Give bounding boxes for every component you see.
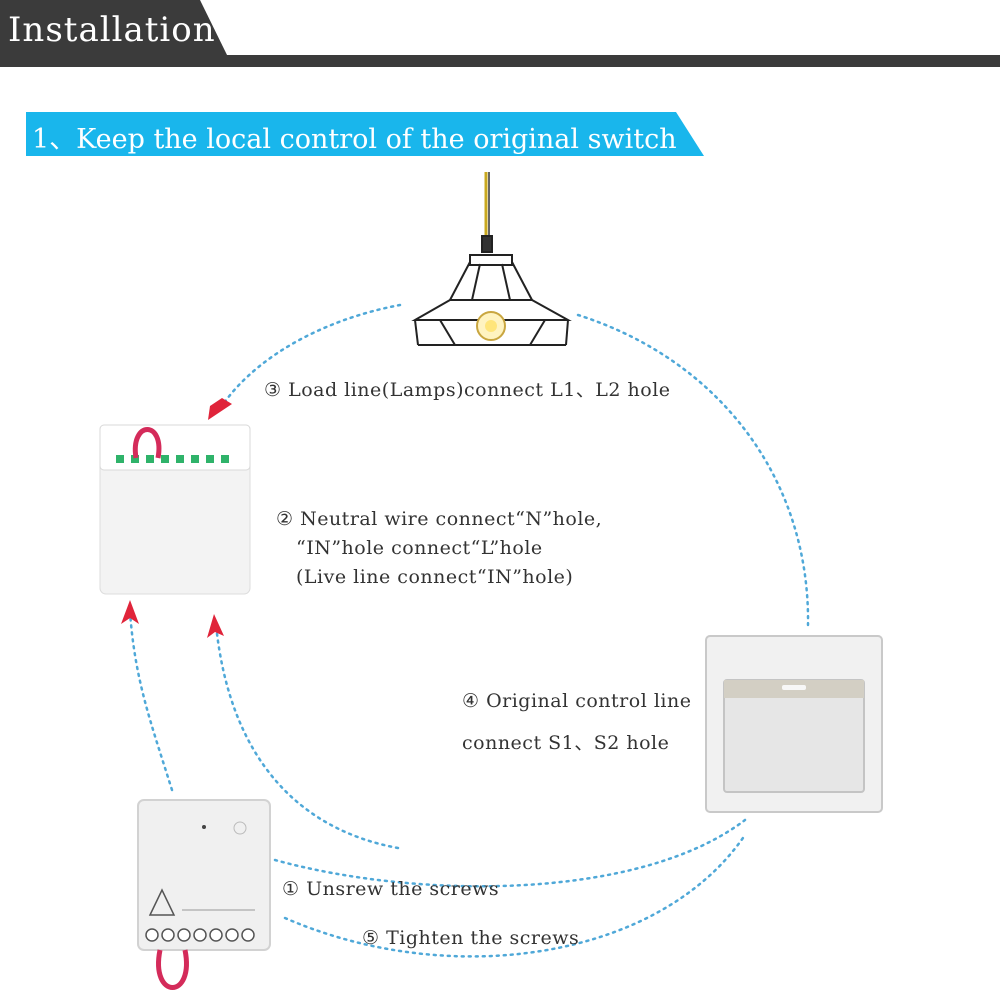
header-tab xyxy=(0,0,228,57)
module-front-illustration xyxy=(99,424,251,595)
section-title: 1、Keep the local control of the original… xyxy=(32,124,677,155)
arrowhead-lamp xyxy=(208,398,232,420)
arc-lamp-to-module xyxy=(216,303,402,414)
step2-line3: (Live line connect“IN”hole) xyxy=(296,566,574,588)
step4-line2: connect S1、S2 hole xyxy=(462,732,670,754)
arc-small-up xyxy=(128,610,174,792)
arrowhead-small xyxy=(121,600,139,624)
step1-label: ① Unsrew the screws xyxy=(282,878,500,900)
page-title: Installation xyxy=(8,10,216,50)
arc-big-up xyxy=(214,623,400,850)
step2-line2: “IN”hole connect“L”hole xyxy=(296,537,543,559)
step2-line1: ② Neutral wire connect“N”hole, xyxy=(276,508,603,530)
step3-label: ③ Load line(Lamps)connect L1、L2 hole xyxy=(264,379,671,401)
step5-label: ⑤ Tighten the screws xyxy=(362,927,580,949)
arc-screws-upper xyxy=(273,818,747,888)
step4-line1: ④ Original control line xyxy=(462,690,692,712)
header-bar xyxy=(0,55,1000,67)
wall-switch-illustration xyxy=(705,635,883,813)
arc-lamp-to-switch xyxy=(576,313,810,627)
arc-screws-lower xyxy=(283,833,747,958)
module-back-illustration xyxy=(137,799,271,990)
pendant-lamp-illustration xyxy=(411,172,572,346)
section-banner xyxy=(26,112,704,156)
arrowhead-big xyxy=(207,614,224,638)
